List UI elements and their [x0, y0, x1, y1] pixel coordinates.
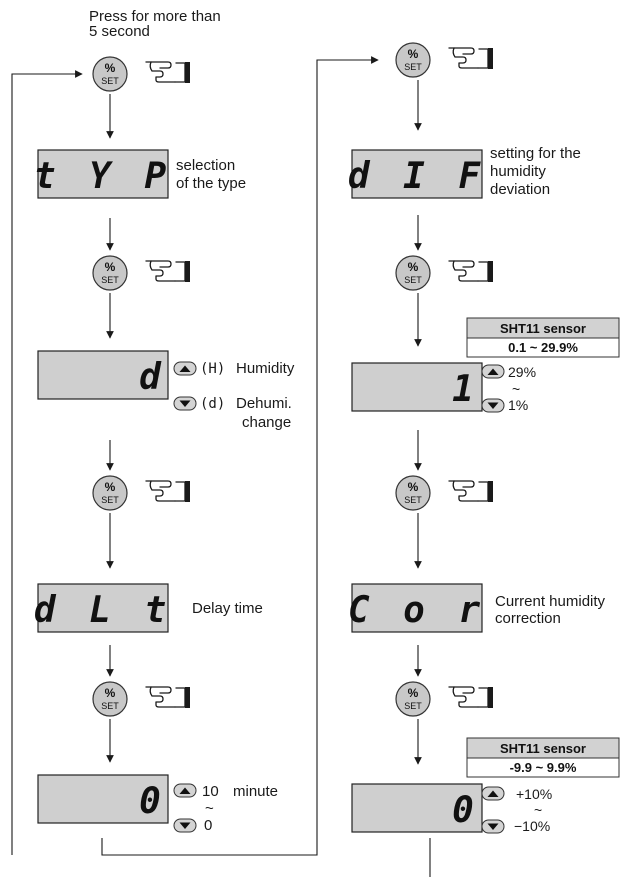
down-arrow-button-icon[interactable] — [173, 396, 197, 411]
lcd-display-d — [37, 350, 169, 400]
dlt-desc-text: Delay time — [192, 600, 263, 617]
lcd-text-dif: d I F — [348, 156, 486, 197]
set-button-icon[interactable] — [395, 681, 431, 717]
lcd-text-cor-value: 0 — [452, 790, 474, 831]
pointing-hand-icon — [448, 480, 494, 503]
lcd-text-dif-value: 1 — [452, 369, 474, 410]
up-label-text: Humidity — [236, 360, 295, 377]
sensor-tag-1-range: 0.1 ~ 29.9% — [508, 340, 578, 355]
down-label-text: Dehumi. — [236, 395, 292, 412]
delay-max-unit: minute — [233, 783, 278, 800]
pointing-hand-icon — [145, 260, 191, 283]
lcd-display-delay-value — [37, 774, 169, 824]
cor-range-symbol: ~ — [534, 802, 542, 818]
lcd-text-dlt: d L t — [34, 590, 172, 631]
set-button-icon[interactable] — [92, 56, 128, 92]
lcd-text-d: d — [139, 357, 162, 398]
intro-text-line1: Press for more than — [89, 8, 221, 25]
dif-desc-line1: setting for the — [490, 145, 581, 162]
lcd-text-delay-value: 0 — [139, 781, 161, 822]
sensor-tag-2-title: SHT11 sensor — [500, 741, 586, 756]
typ-desc-line2: of the type — [176, 175, 246, 192]
lcd-display-dif — [351, 149, 483, 199]
dif-desc-line2: humidity — [490, 163, 546, 180]
pointing-hand-icon — [448, 260, 494, 283]
lcd-display-cor — [351, 583, 483, 633]
cor-desc-line2: correction — [495, 610, 561, 627]
pointing-hand-icon — [145, 480, 191, 503]
lcd-display-typ — [37, 149, 169, 199]
sensor-tag-2-body — [466, 757, 620, 778]
lcd-display-dif-value — [351, 362, 483, 412]
sensor-tag-2-range: -9.9 ~ 9.9% — [510, 760, 577, 775]
set-button-icon[interactable] — [395, 475, 431, 511]
cor-minus-value: −10% — [514, 818, 550, 834]
up-arrow-button-icon[interactable] — [173, 361, 197, 376]
down-arrow-button-icon[interactable] — [173, 818, 197, 833]
sensor-tag-1-title: SHT11 sensor — [500, 321, 586, 336]
set-button-icon[interactable] — [395, 255, 431, 291]
up-arrow-button-icon[interactable] — [481, 364, 505, 379]
delay-range-symbol: ~ — [205, 800, 214, 817]
dif-down-value: 1% — [508, 397, 528, 413]
set-button-icon[interactable] — [92, 475, 128, 511]
pointing-hand-icon — [145, 686, 191, 709]
lcd-text-typ: t Y P — [34, 156, 172, 197]
sensor-tag-1-body — [466, 337, 620, 358]
dif-desc-line3: deviation — [490, 181, 550, 198]
pointing-hand-icon — [145, 61, 191, 84]
change-label-text: change — [242, 414, 291, 431]
intro-text-line2: 5 second — [89, 23, 150, 40]
typ-desc-line1: selection — [176, 157, 235, 174]
set-button-icon[interactable] — [395, 42, 431, 78]
lcd-display-dlt — [37, 583, 169, 633]
cor-plus-value: +10% — [516, 786, 552, 802]
column-connector-line — [101, 56, 379, 856]
dif-range-symbol: ~ — [512, 381, 520, 397]
cor-desc-line1: Current humidity — [495, 593, 606, 610]
down-hint-text: (d) — [200, 396, 225, 412]
up-arrow-button-icon[interactable] — [173, 783, 197, 798]
loop-return-line — [11, 70, 83, 855]
set-button-icon[interactable] — [92, 255, 128, 291]
pointing-hand-icon — [448, 47, 494, 70]
up-hint-text: (H) — [200, 361, 225, 377]
down-arrow-button-icon[interactable] — [481, 819, 505, 834]
up-arrow-button-icon[interactable] — [481, 786, 505, 801]
delay-min-value: 0 — [204, 817, 212, 834]
lcd-text-cor: C o r — [348, 590, 486, 631]
delay-max-value: 10 — [202, 783, 219, 800]
pointing-hand-icon — [448, 686, 494, 709]
lcd-display-cor-value — [351, 783, 483, 833]
dif-up-value: 29% — [508, 364, 536, 380]
set-button-icon[interactable] — [92, 681, 128, 717]
down-arrow-button-icon[interactable] — [481, 398, 505, 413]
